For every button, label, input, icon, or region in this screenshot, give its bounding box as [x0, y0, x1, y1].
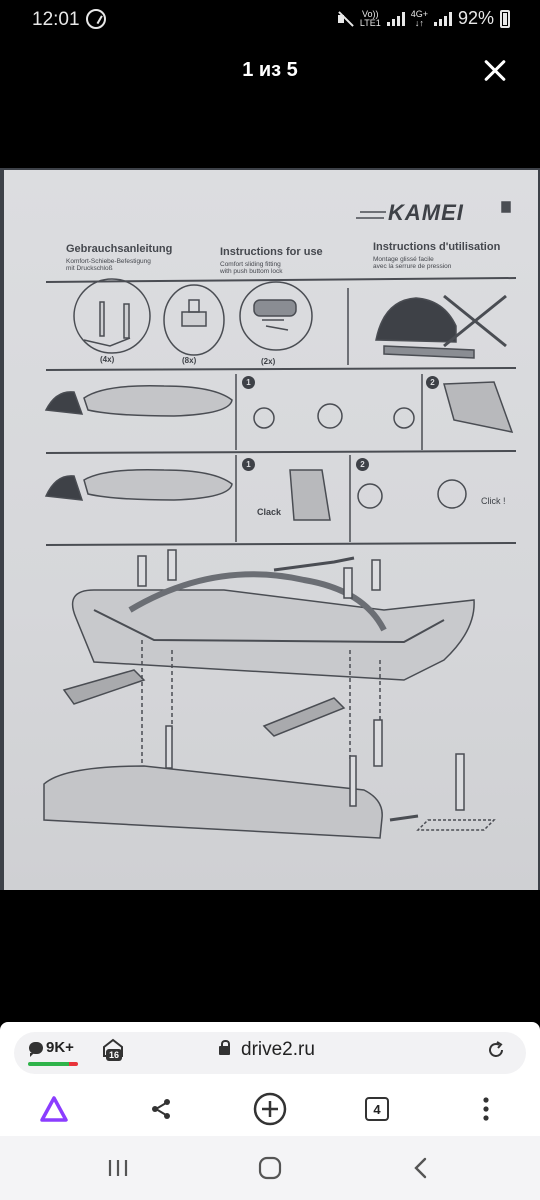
part-quantity-keys: (2x) [261, 357, 276, 366]
volte-indicator: Vo)) LTE1 [359, 8, 381, 28]
system-navigation-bar [0, 1136, 540, 1200]
browser-toolbar: 4 [0, 1082, 540, 1136]
photo-instruction-sheet[interactable]: KAMEI Gebrauchsanleitung Komfort-Schiebe… [0, 168, 540, 890]
alice-icon [40, 1096, 68, 1122]
address-pill[interactable] [14, 1032, 526, 1074]
battery-percent: 92% [457, 8, 494, 28]
share-icon [152, 1099, 170, 1119]
click-sound-label: Click ! [481, 496, 506, 506]
signal-strength-icon [386, 11, 405, 26]
back-icon [414, 1157, 427, 1179]
comment-icon [29, 1041, 43, 1057]
instruction-paper: KAMEI Gebrauchsanleitung Komfort-Schiebe… [4, 170, 538, 890]
new-tab-button[interactable] [253, 1092, 287, 1126]
clack-sound-label: Clack [257, 507, 282, 517]
step-number: 1 [242, 376, 255, 389]
section-subtitle-en: Comfort sliding fitting with push buttom… [220, 261, 283, 275]
section-subtitle-fr: Montage glissé facile avec la serrure de… [373, 256, 452, 270]
step-number: 1 [242, 458, 255, 471]
close-button[interactable] [474, 50, 516, 92]
call-forwarding-icon [86, 9, 106, 29]
reload-icon[interactable] [486, 1040, 506, 1060]
comments-count: 9K+ [46, 1039, 74, 1056]
garage-count-badge: 16 [106, 1049, 123, 1061]
recent-apps-button[interactable] [103, 1156, 133, 1180]
comments-badge[interactable]: 9K+ [29, 1039, 74, 1057]
rating-indicator [28, 1062, 78, 1066]
url-text[interactable]: drive2.ru [241, 1039, 315, 1060]
section-subtitle-de: Komfort-Schiebe-Befestigung mit Drucksch… [66, 258, 151, 272]
brand-logo-text: KAMEI [388, 200, 464, 225]
step-number: 2 [356, 458, 369, 471]
image-viewer-header: 1 из 5 [0, 40, 540, 100]
network-type-indicator: 4G+ ↓↑ [410, 8, 428, 28]
share-button[interactable] [144, 1092, 178, 1126]
home-button[interactable] [255, 1156, 285, 1180]
section-title-fr: Instructions d'utilisation [373, 241, 501, 253]
section-title-de: Gebrauchsanleitung [66, 243, 173, 255]
status-time: 12:01 [32, 9, 80, 30]
part-quantity-bolts: (4x) [100, 355, 115, 364]
part-quantity-clamps: (8x) [182, 356, 197, 365]
status-bar: 12:01 Vo)) LTE1 4G+ ↓↑ 92% [0, 0, 540, 40]
status-indicators: Vo)) LTE1 4G+ ↓↑ 92% [336, 8, 510, 29]
step-number: 2 [426, 376, 439, 389]
instruction-drawings [43, 201, 517, 839]
section-title-en: Instructions for use [220, 246, 323, 258]
tabs-count: 4 [365, 1097, 389, 1121]
battery-icon [500, 9, 510, 28]
back-button[interactable] [406, 1156, 436, 1180]
alice-assistant-button[interactable] [37, 1092, 71, 1126]
browser-address-bar [0, 1022, 540, 1082]
more-vertical-icon [483, 1097, 489, 1121]
plus-circle-icon [253, 1092, 287, 1126]
menu-button[interactable] [469, 1092, 503, 1126]
tabs-button[interactable]: 4 [360, 1092, 394, 1126]
recent-apps-icon [108, 1160, 128, 1176]
signal-strength-icon-2 [433, 11, 452, 26]
mute-icon [336, 10, 354, 28]
image-counter: 1 из 5 [242, 59, 298, 81]
home-icon [258, 1156, 282, 1180]
lock-icon [219, 1040, 230, 1056]
